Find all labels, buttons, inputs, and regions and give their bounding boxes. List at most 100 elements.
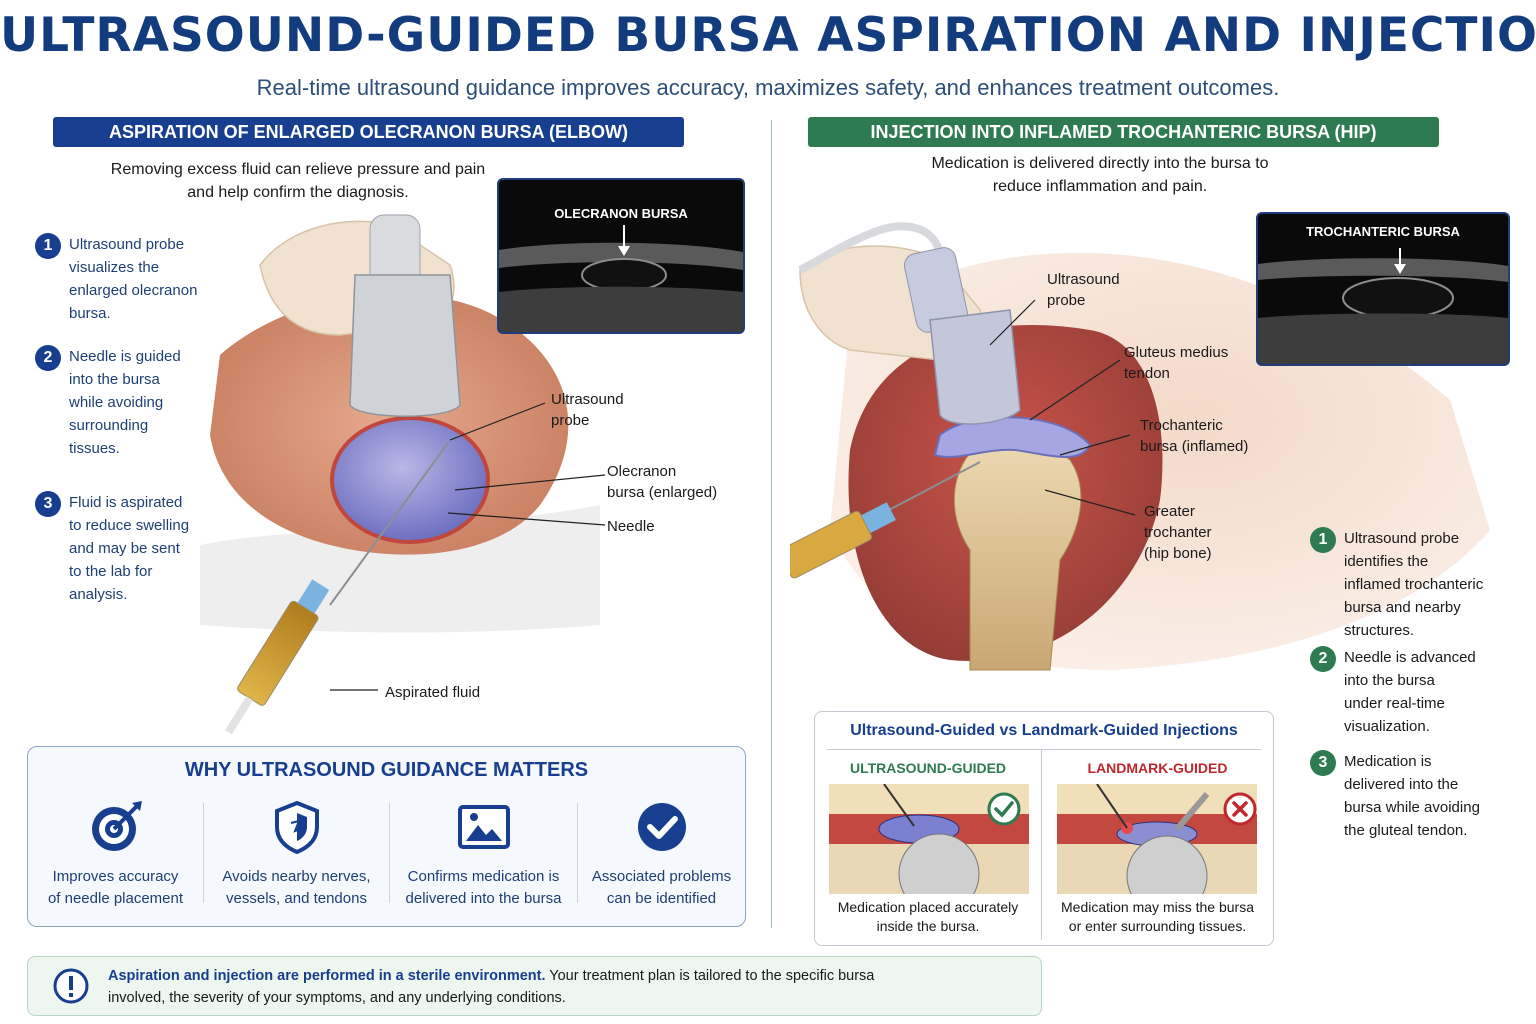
probe-cable-shape xyxy=(798,222,944,274)
step-text-line: analysis. xyxy=(69,586,128,603)
step-text-line: bursa. xyxy=(69,305,111,322)
landmark-guided-title: LANDMARK-GUIDED xyxy=(1087,760,1228,776)
why-panel-title: WHY ULTRASOUND GUIDANCE MATTERS xyxy=(184,759,589,781)
step-text-line: to reduce swelling xyxy=(69,517,190,534)
label-line: bursa (enlarged) xyxy=(607,484,718,501)
elbow-step-1: 1 Ultrasound probe visualizes the enlarg… xyxy=(35,233,197,325)
elbow-intro-line: Removing excess fluid can relieve pressu… xyxy=(110,161,486,178)
hip-intro-line: reduce inflammation and pain. xyxy=(992,178,1208,195)
step-text-line: surrounding xyxy=(69,417,149,434)
label-line: trochanter xyxy=(1144,524,1212,541)
label-trochanteric-bursa: Trochanteric bursa (inflamed) xyxy=(1140,415,1248,457)
step-text-line: Medication is xyxy=(1344,753,1432,770)
step-text-line: enlarged olecranon xyxy=(69,282,198,299)
target-icon xyxy=(91,801,142,851)
why-item-text: vessels, and tendons xyxy=(226,890,367,907)
label-line: tendon xyxy=(1124,365,1170,382)
label-line: Ultrasound xyxy=(1047,271,1120,288)
caption-line: Medication placed accurately xyxy=(837,899,1019,915)
step-text-line: the gluteal tendon. xyxy=(1344,822,1468,839)
why-item-text: can be identified xyxy=(606,890,717,907)
comparison-panel: Ultrasound-Guided vs Landmark-Guided Inj… xyxy=(814,711,1274,946)
why-ultrasound-panel: WHY ULTRASOUND GUIDANCE MATTERS Improves… xyxy=(27,746,746,927)
why-item-text: Associated problems xyxy=(591,868,732,885)
step-text-line: Fluid is aspirated xyxy=(69,494,183,511)
label-olecranon-bursa: Olecranon bursa (enlarged) xyxy=(607,461,717,503)
bursa-leader-line xyxy=(454,474,606,491)
hip-probe-head-shape xyxy=(929,309,1021,425)
elbow-intro: Removing excess fluid can relieve pressu… xyxy=(90,158,506,204)
elbow-step-3: 3 Fluid is aspirated to reduce swelling … xyxy=(35,491,189,606)
label-line: bursa (inflamed) xyxy=(1140,438,1249,455)
why-item-confirms: Confirms medication is delivered into th… xyxy=(390,799,577,910)
why-item-text: Avoids nearby nerves, xyxy=(222,868,371,885)
label-ultrasound-probe-elbow: Ultrasound probe xyxy=(551,389,624,431)
comparison-title-rule xyxy=(827,749,1261,750)
why-item-text: Improves accuracy xyxy=(52,868,179,885)
hip-syringe-shape xyxy=(790,502,896,579)
label-line: Olecranon xyxy=(607,463,677,480)
step-text-line: identifies the xyxy=(1344,553,1429,570)
comparison-title: Ultrasound-Guided vs Landmark-Guided Inj… xyxy=(850,722,1238,739)
label-line: Ultrasound xyxy=(551,391,624,408)
hip-step-1: 1 Ultrasound probe identifies the inflam… xyxy=(1310,527,1483,642)
label-line: probe xyxy=(551,412,590,429)
ultrasound-label-trochanteric: TROCHANTERIC BURSA xyxy=(1306,224,1460,239)
label-line: Greater xyxy=(1144,503,1195,520)
comparison-divider xyxy=(1041,750,1042,940)
step-text-line: under real-time xyxy=(1344,695,1445,712)
step-number-badge: 1 xyxy=(35,233,61,259)
shield-icon xyxy=(274,800,319,855)
ultrasound-guided-diagram xyxy=(829,784,1029,894)
hip-probe-leader-line xyxy=(989,299,1036,346)
panel-divider xyxy=(203,803,204,903)
syringe-shape xyxy=(225,579,330,735)
image-icon xyxy=(457,805,510,849)
step-text-line: visualization. xyxy=(1344,718,1430,735)
step-text-line: into the bursa xyxy=(1344,672,1435,689)
olecranon-ultrasound-image: OLECRANON BURSA xyxy=(497,178,745,334)
hip-intro-line: Medication is delivered directly into th… xyxy=(931,155,1269,172)
label-line: Gluteus medius xyxy=(1124,344,1229,361)
label-needle: Needle xyxy=(607,518,655,535)
gt-leader-line xyxy=(1044,489,1136,516)
label-line: Trochanteric xyxy=(1140,417,1223,434)
section-divider xyxy=(771,120,772,928)
elbow-intro-line: and help confirm the diagnosis. xyxy=(187,184,409,201)
label-ultrasound-probe-hip: Ultrasound probe xyxy=(1047,269,1120,311)
x-circle-icon xyxy=(1223,792,1257,826)
note-bold-text: Aspiration and injection are performed i… xyxy=(108,968,546,984)
hip-section-banner: INJECTION INTO INFLAMED TROCHANTERIC BUR… xyxy=(808,117,1439,147)
step-text-line: bursa and nearby xyxy=(1344,599,1461,616)
hip-intro: Medication is delivered directly into th… xyxy=(880,152,1320,198)
note-line: Aspiration and injection are performed i… xyxy=(108,965,1018,987)
panel-divider xyxy=(389,803,390,903)
step-number-badge: 2 xyxy=(35,345,61,371)
sterile-environment-note: Aspiration and injection are performed i… xyxy=(27,956,1042,1016)
step-text-line: visualizes the xyxy=(69,259,160,276)
step-number-badge: 1 xyxy=(1310,527,1336,553)
troch-bursa-leader-line xyxy=(1059,434,1131,456)
step-text-line: tissues. xyxy=(69,440,120,457)
hip-step-3: 3 Medication is delivered into the bursa… xyxy=(1310,750,1480,842)
step-text-line: Ultrasound probe xyxy=(69,236,185,253)
step-text-line: structures. xyxy=(1344,622,1415,639)
note-text-rest: Your treatment plan is tailored to the s… xyxy=(545,968,875,984)
step-text-line: Needle is advanced xyxy=(1344,649,1476,666)
label-gluteus-medius-tendon: Gluteus medius tendon xyxy=(1124,342,1228,384)
page-subtitle: Real-time ultrasound guidance improves a… xyxy=(256,75,1280,100)
step-text-line: bursa while avoiding xyxy=(1344,799,1480,816)
ultrasound-guided-caption: Medication placed accurately inside the … xyxy=(815,898,1041,936)
elbow-step-2: 2 Needle is guided into the bursa while … xyxy=(35,345,181,460)
why-item-accuracy: Improves accuracy of needle placement xyxy=(28,799,203,910)
why-item-text: delivered into the bursa xyxy=(405,890,562,907)
caption-line: inside the bursa. xyxy=(876,918,980,934)
step-text-line: Ultrasound probe xyxy=(1344,530,1460,547)
probe-head-shape xyxy=(349,274,461,417)
needle-leader-line xyxy=(447,512,606,526)
info-warning-icon xyxy=(53,968,89,1004)
glut-leader-line xyxy=(1029,359,1121,421)
step-text-line: and may be sent xyxy=(69,540,180,557)
step-number-badge: 3 xyxy=(1310,750,1336,776)
step-text-line: into the bursa xyxy=(69,371,160,388)
